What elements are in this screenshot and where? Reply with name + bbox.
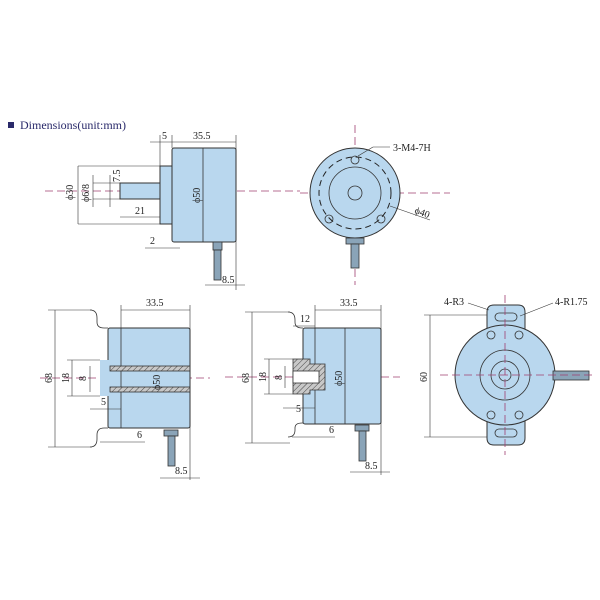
dim-shaft-length: 21 <box>135 206 145 217</box>
side-view-solid-shaft: ϕ30 ϕ6/8 7.5 21 5 35.5 ϕ50 2 8.5 <box>45 131 300 290</box>
square-bullet-icon <box>8 122 14 128</box>
dim-body-diameter: ϕ50 <box>334 371 345 386</box>
side-view-blind-hollow: 68 18 8 12 33.5 ϕ50 5 6 8.5 <box>225 298 400 475</box>
dim-flange-thickness: 5 <box>162 131 167 142</box>
dim-step: 5 <box>101 397 106 408</box>
dim-flange-diameter: ϕ30 <box>65 185 76 200</box>
dim-body-length: 33.5 <box>340 298 358 309</box>
dim-step: 5 <box>296 404 301 415</box>
dim-cable-offset: 8.5 <box>175 466 188 477</box>
dim-cable-offset: 8.5 <box>222 275 235 286</box>
dim-height: 60 <box>419 372 430 382</box>
side-view-hollow-shaft: 68 18 8 33.5 ϕ50 5 6 8.5 <box>40 298 210 480</box>
dim-bolt-circle: ϕ40 <box>413 205 431 221</box>
label-outer-radius: 4-R3 <box>444 297 464 308</box>
dim-body-diameter: ϕ50 <box>152 375 163 390</box>
dim-hub-length: 12 <box>300 314 310 325</box>
dim-cable-offset: 8.5 <box>365 461 378 472</box>
section-title: Dimensions(unit:mm) <box>20 118 126 132</box>
dim-body-diameter: ϕ50 <box>192 188 203 203</box>
front-view-bottom: 4-R3 4-R1.75 60 <box>419 295 595 455</box>
label-mounting-holes: 3-M4-7H <box>393 143 431 154</box>
dim-shaft-diameter: ϕ6/8 <box>81 184 92 202</box>
dim-shaft-step: 7.5 <box>112 170 123 183</box>
dim-body-length: 33.5 <box>146 298 164 309</box>
dim-offset: 6 <box>329 425 334 436</box>
dim-gap: 2 <box>150 236 155 247</box>
dim-hub-diameter: 18 <box>258 372 269 382</box>
dim-hub-diameter: 18 <box>61 373 72 383</box>
dim-outer-diameter: 68 <box>44 373 55 383</box>
dim-body-length: 35.5 <box>193 131 211 142</box>
dim-bore-diameter: 8 <box>274 375 285 380</box>
label-inner-radius: 4-R1.75 <box>555 297 588 308</box>
dim-bore-diameter: 8 <box>78 376 89 381</box>
dim-outer-diameter: 68 <box>241 373 252 383</box>
dim-offset: 6 <box>137 430 142 441</box>
front-view-top: 3-M4-7H ϕ40 <box>300 125 450 285</box>
